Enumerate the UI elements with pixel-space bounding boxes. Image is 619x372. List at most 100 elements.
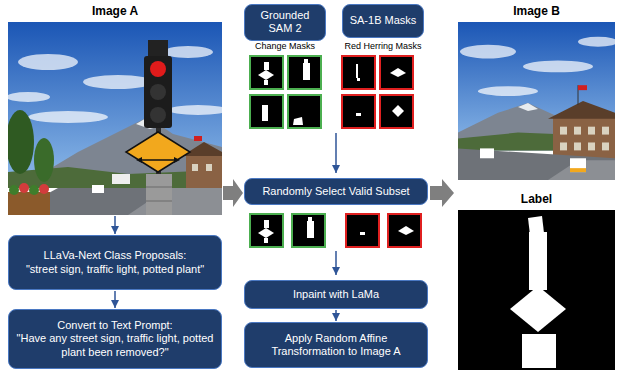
red-herring-mask xyxy=(380,56,413,89)
snow xyxy=(518,103,538,111)
box-text: Inpaint with LaMa xyxy=(293,288,379,301)
amber-light xyxy=(150,84,166,100)
mask-group-label: Red Herring Masks xyxy=(336,41,430,52)
red-herring-mask xyxy=(342,56,375,89)
box-text: LLaVa-Next Class Proposals: xyxy=(44,249,187,262)
box-text: "street sign, traffic light, potted plan… xyxy=(26,263,204,276)
label-ground xyxy=(458,210,615,370)
flow-arrow xyxy=(335,133,337,173)
flag xyxy=(578,85,587,90)
cloud xyxy=(83,75,153,89)
sign-arrowhead xyxy=(174,157,180,163)
stage-arrow xyxy=(223,179,243,207)
process-box: Inpaint with LaMa xyxy=(244,280,428,309)
window xyxy=(206,164,212,171)
traffic-light xyxy=(144,56,172,128)
cloud xyxy=(478,86,538,96)
flow-arrow xyxy=(114,291,116,308)
cloud xyxy=(18,54,78,70)
window xyxy=(574,142,581,150)
cloud xyxy=(460,45,516,59)
stone-joint xyxy=(146,187,172,188)
process-box: Convert to Text Prompt:"Have any street … xyxy=(8,309,222,369)
tent xyxy=(112,174,130,184)
label-region xyxy=(529,232,547,290)
change-mask xyxy=(250,56,283,89)
stone-joint xyxy=(146,201,172,202)
cloud xyxy=(163,46,213,58)
panel-heading: Image A xyxy=(8,4,222,18)
box-text: Apply Random Affine Transformation to Im… xyxy=(251,332,421,359)
change-mask xyxy=(250,214,283,247)
photo xyxy=(8,22,222,215)
flower xyxy=(29,185,39,195)
window xyxy=(560,142,567,150)
window xyxy=(574,127,581,135)
change-mask xyxy=(288,56,321,89)
cloud xyxy=(28,111,108,123)
road xyxy=(458,148,615,180)
tree xyxy=(8,110,34,174)
image-panel: Image B xyxy=(458,22,615,180)
process-box: Grounded SAM 2 xyxy=(244,4,326,41)
small-sign xyxy=(570,158,586,172)
red-herring-mask xyxy=(380,95,413,128)
window xyxy=(602,127,609,135)
tree xyxy=(34,138,54,182)
small-sign xyxy=(92,185,104,193)
mask-group-label: Change Masks xyxy=(246,41,324,52)
label-region xyxy=(522,334,556,368)
window xyxy=(588,142,595,150)
stage-arrow xyxy=(430,179,454,207)
flow-arrow xyxy=(114,216,116,234)
cloud xyxy=(8,92,50,102)
green-light xyxy=(150,107,166,123)
change-mask xyxy=(250,95,283,128)
box-text: Grounded SAM 2 xyxy=(251,9,319,36)
cloud xyxy=(523,61,593,73)
box-text: SA-1B Masks xyxy=(350,14,417,27)
change-mask xyxy=(292,214,325,247)
red-light xyxy=(150,61,166,77)
red-herring-mask xyxy=(346,214,379,247)
image-panel: Image A xyxy=(8,22,222,215)
cloud xyxy=(168,105,222,115)
window xyxy=(192,164,198,171)
process-box: SA-1B Masks xyxy=(342,4,424,38)
panel-heading: Image B xyxy=(458,4,615,18)
change-mask xyxy=(288,95,321,128)
sign-stripe xyxy=(570,168,586,172)
building xyxy=(186,154,222,192)
process-box: Randomly Select Valid Subset xyxy=(244,178,428,205)
flag xyxy=(194,136,202,141)
red-herring-mask xyxy=(342,95,375,128)
flower xyxy=(9,185,19,195)
panel-heading: Label xyxy=(458,192,615,206)
window xyxy=(588,127,595,135)
flow-arrow xyxy=(335,251,337,275)
window xyxy=(602,142,609,150)
sidewalk xyxy=(128,188,222,215)
photo xyxy=(458,22,615,180)
box-text: "Have any street sign, traffic light, po… xyxy=(15,332,215,359)
process-box: LLaVa-Next Class Proposals:"street sign,… xyxy=(8,235,222,290)
stone-base xyxy=(146,174,172,215)
cloud xyxy=(578,37,615,47)
flower xyxy=(39,184,49,194)
image-panel: Label xyxy=(458,210,615,370)
process-box: Apply Random Affine Transformation to Im… xyxy=(244,322,428,368)
roof xyxy=(548,101,615,119)
sign-arrowhead xyxy=(136,157,142,163)
window xyxy=(560,127,567,135)
label-mask xyxy=(458,210,615,370)
box-text: Randomly Select Valid Subset xyxy=(262,185,409,198)
small-sign xyxy=(480,148,494,158)
flow-arrow xyxy=(335,310,337,321)
sign-arrow xyxy=(140,159,176,161)
red-herring-mask xyxy=(388,214,421,247)
label-region xyxy=(510,286,566,332)
planter xyxy=(8,192,50,215)
detour-sign xyxy=(126,132,190,172)
flower xyxy=(19,183,29,193)
box-text: Convert to Text Prompt: xyxy=(57,319,172,332)
